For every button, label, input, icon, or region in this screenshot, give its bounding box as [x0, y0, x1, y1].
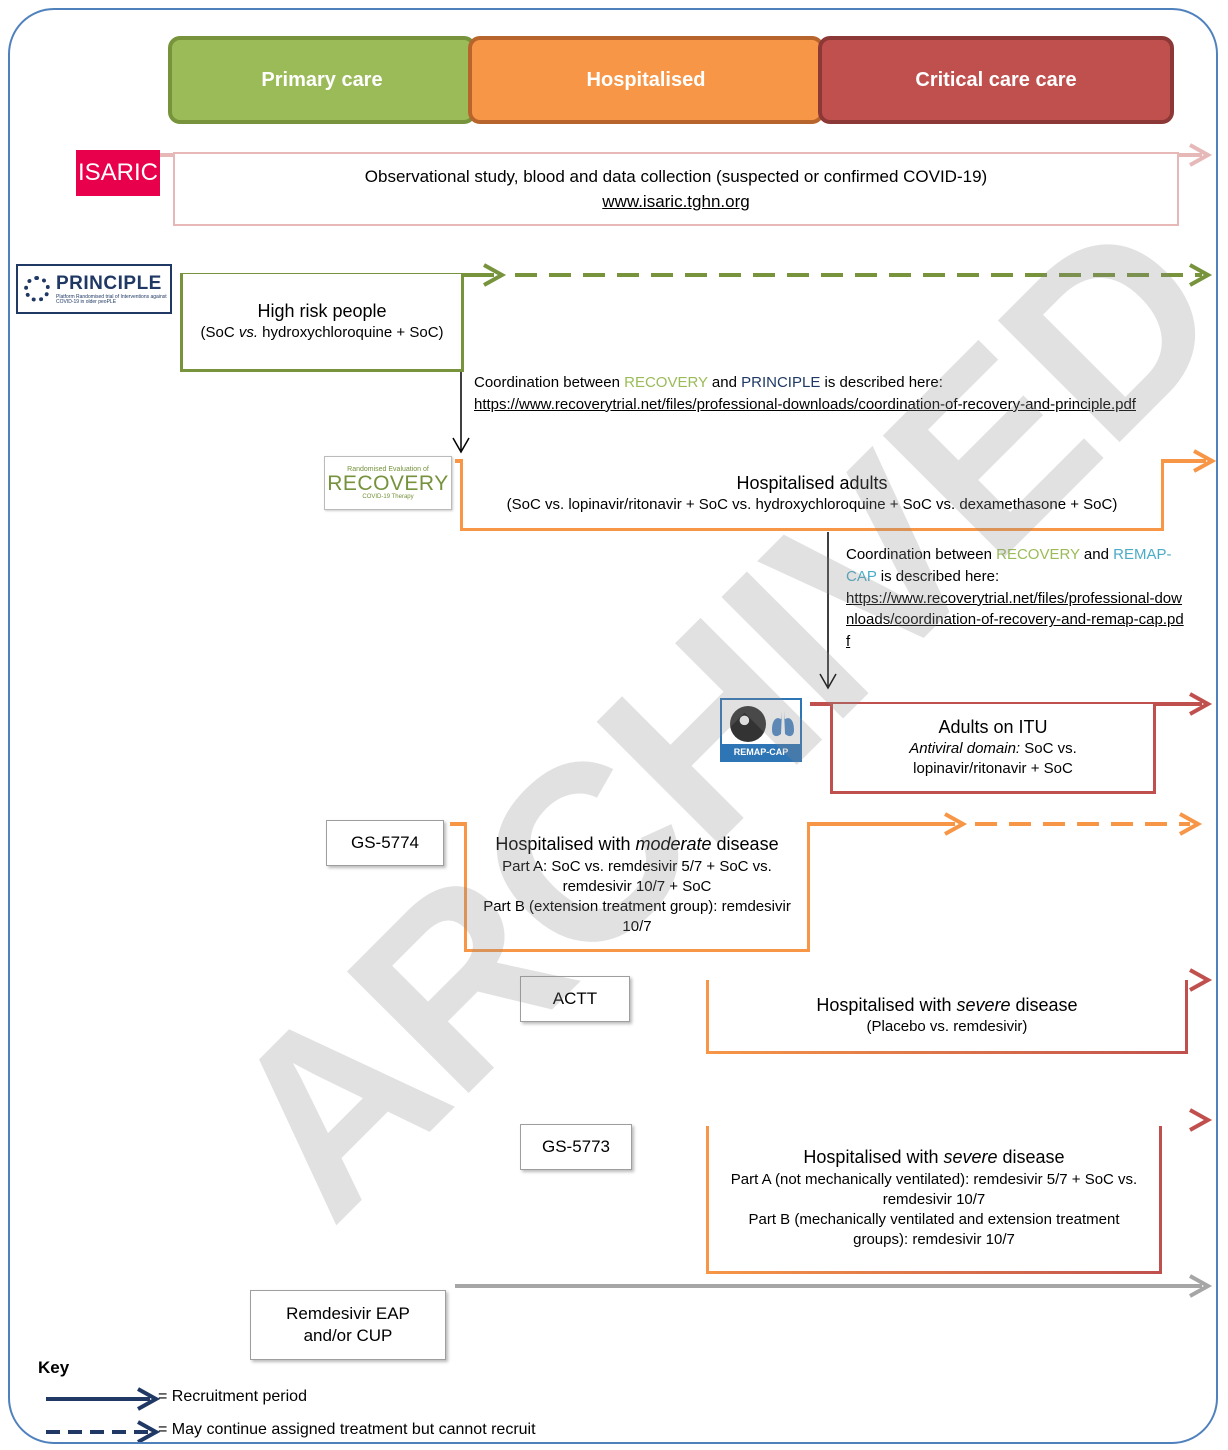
- header-primary-care-label: Primary care: [261, 68, 383, 91]
- header-primary-care: Primary care: [168, 36, 476, 124]
- header-hospitalised: Hospitalised: [468, 36, 824, 124]
- gs5774-label: GS-5774: [326, 820, 444, 866]
- diagram-frame: Primary care Hospitalised Critical care …: [8, 8, 1218, 1444]
- coordination-remap-link[interactable]: https://www.recoverytrial.net/files/prof…: [846, 589, 1184, 651]
- principle-logo-text: PRINCIPLE: [56, 272, 162, 294]
- coordination-principle-and: and: [707, 374, 742, 391]
- recovery-logo: Randomised Evaluation of RECOVERY COVID-…: [324, 456, 452, 510]
- remap-cap-detail-line: Antiviral domain: SoC vs. lopinavir/rito…: [833, 739, 1153, 780]
- coordination-remap-remap: REMAP-CAP: [846, 546, 1172, 585]
- gs5774-part-b: Part B (extension treatment group): remd…: [483, 898, 791, 936]
- coordination-principle-recovery: RECOVERY: [624, 374, 708, 391]
- principle-detail-pre: (SoC: [200, 324, 239, 342]
- header-critical-care: Critical care care: [818, 36, 1174, 124]
- remap-cap-logo-text: REMAP-CAP: [722, 744, 800, 760]
- coordination-remap-suffix: is described here:: [876, 567, 1000, 585]
- coordination-principle-link[interactable]: https://www.recoverytrial.net/files/prof…: [474, 395, 1136, 413]
- actt-title-post: disease: [1010, 994, 1078, 1015]
- coordination-remap-recovery: RECOVERY: [996, 546, 1080, 563]
- coordination-remap-prefix: Coordination between: [846, 546, 997, 563]
- key-solid-label: = Recruitment period: [158, 1388, 307, 1405]
- gs5773-label-text: GS-5773: [541, 1136, 611, 1156]
- coordination-principle-suffix: is described here:: [820, 374, 943, 391]
- remap-cap-logo: REMAP-CAP: [720, 698, 802, 762]
- principle-detail-vs: vs.: [238, 324, 258, 342]
- recovery-logo-top: Randomised Evaluation of: [347, 466, 429, 473]
- actt-title-pre: Hospitalised with: [816, 994, 957, 1015]
- gs5773-title-em: severe: [943, 1147, 998, 1168]
- gs5774-label-text: GS-5774: [350, 832, 420, 852]
- key-dashed-label: = May continue assigned treatment but ca…: [158, 1421, 536, 1438]
- remdesivir-eap-text: Remdesivir EAP and/or CUP: [286, 1303, 410, 1345]
- principle-virus-icon: [24, 276, 50, 302]
- principle-detail-post: hydroxychloroquine + SoC): [258, 324, 444, 342]
- recovery-detail: (SoC vs. lopinavir/ritonavir + SoC vs. h…: [506, 496, 1118, 514]
- coordination-principle-principle: PRINCIPLE: [741, 374, 821, 391]
- principle-box: High risk people (SoC vs. hydroxychloroq…: [180, 274, 464, 372]
- coordination-remap-and: and: [1079, 546, 1114, 563]
- key-solid-arrow: [46, 1387, 161, 1411]
- actt-title: Hospitalised with severe disease: [816, 994, 1077, 1017]
- recovery-to-remap-arrow: [819, 532, 837, 690]
- isaric-logo-text: ISARIC: [77, 159, 158, 186]
- remap-cap-detail: SoC vs. lopinavir/ritonavir + SoC: [913, 739, 1077, 778]
- actt-label-text: ACTT: [552, 988, 598, 1008]
- gs5773-title-pre: Hospitalised with: [803, 1147, 944, 1168]
- principle-logo: PRINCIPLE Platform Randomised trial of I…: [16, 264, 172, 314]
- gs5773-box: Hospitalised with severe disease Part A …: [706, 1126, 1162, 1274]
- coordination-principle-text: Coordination between RECOVERY and PRINCI…: [474, 372, 1196, 416]
- isaric-description: Observational study, blood and data coll…: [364, 166, 988, 186]
- remdesivir-eap-arrow: [455, 1274, 1213, 1298]
- principle-title: High risk people: [257, 300, 387, 321]
- actt-detail: (Placebo vs. remdesivir): [866, 1018, 1028, 1036]
- header-critical-care-label: Critical care care: [915, 68, 1077, 91]
- gs5774-title-em: moderate: [635, 834, 712, 855]
- isaric-logo: ISARIC: [76, 150, 160, 196]
- gs5774-title-pre: Hospitalised with: [495, 834, 636, 855]
- lungs-icon: [770, 708, 796, 740]
- recovery-title: Hospitalised adults: [736, 472, 888, 493]
- actt-label: ACTT: [520, 976, 630, 1022]
- principle-detail: (SoC vs. hydroxychloroquine + SoC): [200, 323, 443, 343]
- isaric-link[interactable]: www.isaric.tghn.org: [602, 192, 750, 211]
- remap-cap-title: Adults on ITU: [938, 716, 1048, 737]
- principle-logo-subtitle: Platform Randomised trial of Interventio…: [56, 293, 167, 305]
- isaric-box: Observational study, blood and data coll…: [173, 152, 1179, 226]
- header-hospitalised-label: Hospitalised: [586, 68, 706, 91]
- globe-icon: [730, 706, 766, 742]
- gs5773-label: GS-5773: [520, 1124, 632, 1170]
- remap-cap-box: Adults on ITU Antiviral domain: SoC vs. …: [830, 704, 1156, 794]
- gs5773-part-b: Part B (mechanically ventilated and exte…: [748, 1211, 1120, 1249]
- gs5774-box: Hospitalised with moderate disease Part …: [464, 822, 810, 952]
- recovery-box: Hospitalised adults (SoC vs. lopinavir/r…: [460, 459, 1164, 531]
- gs5774-title: Hospitalised with moderate disease: [495, 833, 778, 856]
- gs5774-part-a: Part A: SoC vs. remdesivir 5/7 + SoC vs.…: [502, 857, 772, 895]
- gs5773-title-post: disease: [997, 1147, 1065, 1168]
- key-dashed-arrow: [46, 1420, 161, 1442]
- recovery-logo-bottom: COVID-19 Therapy: [362, 494, 414, 500]
- gs5774-title-post: disease: [711, 834, 779, 855]
- actt-title-em: severe: [956, 994, 1011, 1015]
- gs5773-part-a: Part A (not mechanically ventilated): re…: [730, 1170, 1138, 1208]
- coordination-remap-text: Coordination between RECOVERY and REMAP-…: [846, 544, 1186, 653]
- remap-cap-domain-label: Antiviral domain:: [909, 739, 1021, 757]
- actt-box: Hospitalised with severe disease (Placeb…: [706, 980, 1188, 1054]
- recovery-logo-text: RECOVERY: [327, 472, 449, 495]
- remdesivir-eap-label: Remdesivir EAP and/or CUP: [250, 1290, 446, 1360]
- key-title: Key: [38, 1358, 70, 1377]
- gs5773-title: Hospitalised with severe disease: [803, 1146, 1064, 1169]
- principle-to-recovery-arrow: [452, 372, 470, 454]
- coordination-principle-prefix: Coordination between: [474, 374, 625, 391]
